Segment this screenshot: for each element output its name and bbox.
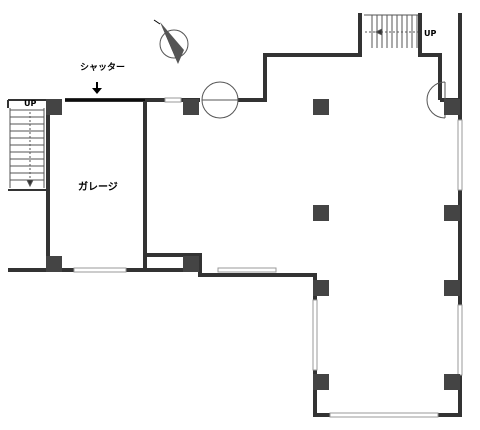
down-arrow-icon [92,82,102,94]
left-stair-enclosure [7,99,48,191]
up-label-right: UP [424,29,436,38]
exterior-walls [8,13,462,417]
right-staircase [364,14,418,48]
double-door [201,81,239,119]
up-label-left: UP [24,99,36,108]
windows [73,97,463,418]
garage-label: ガレージ [78,180,118,193]
shutter-label: シャッター [80,61,125,73]
north-arrow-icon [153,19,189,64]
left-staircase [9,108,45,188]
columns [46,99,460,390]
